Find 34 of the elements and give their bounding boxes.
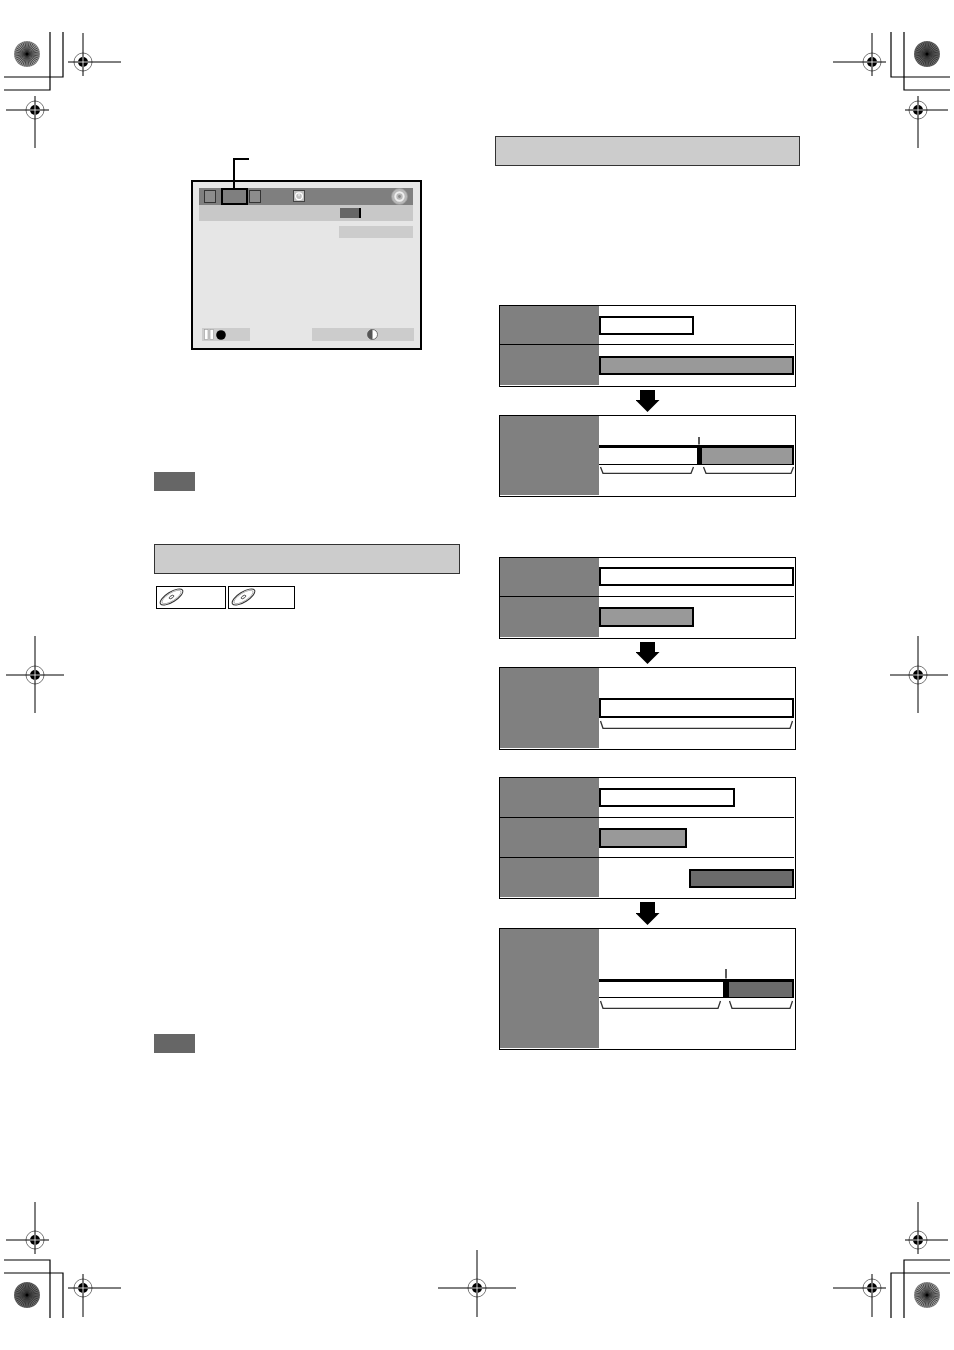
timeline-table (499, 667, 796, 750)
leader-line (233, 158, 250, 189)
segment-bar (598, 606, 694, 627)
highlighted-tab (221, 188, 248, 205)
segment-bar (598, 315, 694, 335)
leader-line (698, 436, 700, 446)
heading-bar (154, 544, 460, 574)
segment-bar (598, 978, 723, 998)
segment-bar (598, 697, 794, 718)
timeline-table (499, 305, 796, 387)
timeline-table (499, 928, 796, 1050)
divider-mark (696, 444, 702, 465)
segment-bar (598, 566, 794, 586)
segment-bar (598, 827, 687, 848)
divider-mark (722, 978, 729, 998)
segment-bar (598, 787, 735, 807)
segment-bar (598, 355, 794, 375)
block-arrow (635, 642, 660, 664)
note-badge (154, 472, 195, 491)
timeline-table (499, 415, 796, 497)
block-arrow (635, 902, 660, 925)
heading-bar (495, 136, 800, 166)
segment-bar (728, 978, 794, 998)
timeline-table (499, 557, 796, 639)
timeline-table (499, 777, 796, 899)
screen-display (191, 180, 422, 350)
note-badge (154, 1034, 195, 1053)
segment-bar (688, 868, 794, 888)
leader-line (725, 968, 727, 980)
segment-bar (701, 444, 794, 465)
disc-type-box (156, 586, 226, 609)
block-arrow (635, 390, 660, 412)
disc-type-box (228, 586, 295, 609)
segment-bar (598, 444, 697, 465)
